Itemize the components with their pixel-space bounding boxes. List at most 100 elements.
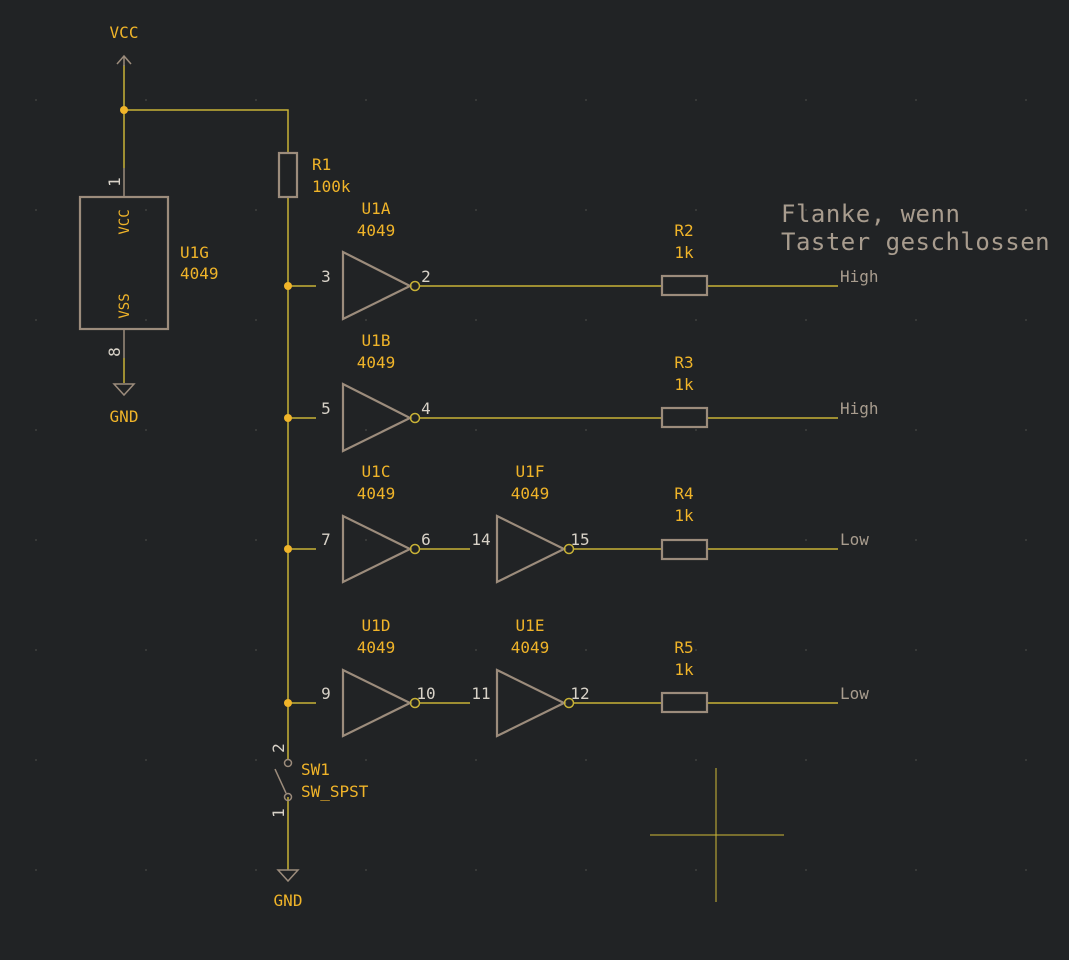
grid-dot xyxy=(585,209,587,211)
grid-dot xyxy=(255,429,257,431)
u1e-inversion-bubble xyxy=(563,697,575,709)
r5-ref: R5 xyxy=(674,638,693,657)
u1c-symbol[interactable]: U1C 4049 7 6 xyxy=(321,462,431,584)
grid-dot xyxy=(1025,99,1027,101)
junction-u1a xyxy=(284,282,292,290)
vcc-label: VCC xyxy=(110,23,139,42)
r4-symbol[interactable]: R4 1k xyxy=(660,484,709,561)
grid-dot xyxy=(255,99,257,101)
grid-dot xyxy=(805,319,807,321)
u1b-inversion-bubble xyxy=(409,412,421,424)
u1b-body xyxy=(341,382,413,453)
u1c-ref: U1C xyxy=(362,462,391,481)
u1d-value: 4049 xyxy=(357,638,396,657)
r3-symbol[interactable]: R3 1k xyxy=(660,353,709,429)
junction-u1b xyxy=(284,414,292,422)
u1b-pin-in: 5 xyxy=(321,399,331,418)
grid-dot xyxy=(35,209,37,211)
grid-dot xyxy=(805,869,807,871)
grid-dot xyxy=(1025,429,1027,431)
grid-dot xyxy=(695,319,697,321)
u1e-value: 4049 xyxy=(511,638,550,657)
grid-dot xyxy=(145,759,147,761)
net-label-out4[interactable]: Low xyxy=(840,684,869,703)
grid-dot xyxy=(915,649,917,651)
grid-dot xyxy=(805,429,807,431)
grid-dot xyxy=(1025,759,1027,761)
grid-dot xyxy=(585,539,587,541)
u1g-pin-vss-name: VSS xyxy=(117,293,133,318)
r1-body xyxy=(277,151,299,199)
u1f-symbol[interactable]: U1F 4049 14 15 xyxy=(471,462,590,584)
net-label-out2[interactable]: High xyxy=(840,399,879,418)
grid-dot xyxy=(145,429,147,431)
u1g-value: 4049 xyxy=(180,264,219,283)
r2-ref: R2 xyxy=(674,221,693,240)
grid-dot xyxy=(35,759,37,761)
grid-dot xyxy=(1025,319,1027,321)
r2-symbol[interactable]: R2 1k xyxy=(660,221,709,297)
gnd-symbol-u1g[interactable]: GND xyxy=(110,383,139,426)
u1c-value: 4049 xyxy=(357,484,396,503)
grid-dot xyxy=(475,759,477,761)
grid-dot xyxy=(695,759,697,761)
u1d-pin-in: 9 xyxy=(321,684,331,703)
grid-dot xyxy=(145,869,147,871)
grid-dot xyxy=(365,429,367,431)
sw1-symbol[interactable]: 2 1 SW1 SW_SPST xyxy=(269,743,369,818)
grid-dot xyxy=(805,99,807,101)
grid-dot xyxy=(805,649,807,651)
u1a-symbol[interactable]: U1A 4049 3 2 xyxy=(321,199,431,321)
net-label-out1[interactable]: High xyxy=(840,267,879,286)
grid-dot xyxy=(695,99,697,101)
u1f-ref: U1F xyxy=(516,462,545,481)
grid-dot xyxy=(805,759,807,761)
grid-dot xyxy=(475,649,477,651)
r2-value: 1k xyxy=(674,243,694,262)
u1e-body xyxy=(495,668,567,738)
u1f-pin-in: 14 xyxy=(471,530,490,549)
grid-dot xyxy=(35,429,37,431)
sw1-ref: SW1 xyxy=(301,760,330,779)
grid-dot xyxy=(475,99,477,101)
grid-dot xyxy=(585,869,587,871)
grid-dot xyxy=(35,319,37,321)
sw1-value: SW_SPST xyxy=(301,782,369,801)
junction-u1c xyxy=(284,545,292,553)
grid-dot xyxy=(585,649,587,651)
u1f-inversion-bubble xyxy=(563,543,575,555)
gnd-symbol-sw1[interactable]: GND xyxy=(274,869,303,910)
u1c-body xyxy=(341,514,413,584)
u1a-body xyxy=(341,250,413,321)
u1c-pin-in: 7 xyxy=(321,530,331,549)
grid-dot xyxy=(915,759,917,761)
u1a-value: 4049 xyxy=(357,221,396,240)
u1b-symbol[interactable]: U1B 4049 5 4 xyxy=(321,331,431,453)
u1d-ref: U1D xyxy=(362,616,391,635)
u1a-ref: U1A xyxy=(362,199,391,218)
u1d-inversion-bubble xyxy=(409,697,421,709)
u1d-symbol[interactable]: U1D 4049 9 10 xyxy=(321,616,436,738)
wire-vcc-r1 xyxy=(124,109,289,153)
u1e-symbol[interactable]: U1E 4049 11 12 xyxy=(471,616,590,738)
grid-dot xyxy=(585,429,587,431)
grid-dot xyxy=(365,759,367,761)
grid-dot xyxy=(915,429,917,431)
u1f-body xyxy=(495,514,567,584)
r5-symbol[interactable]: R5 1k xyxy=(660,638,709,714)
grid-dot xyxy=(365,319,367,321)
r1-symbol[interactable]: R1 100k xyxy=(277,151,351,199)
u1g-symbol[interactable]: 1 8 VCC VSS U1G 4049 xyxy=(78,168,219,358)
grid-dot xyxy=(145,539,147,541)
gnd-icon-bottom xyxy=(276,869,300,883)
grid-dot xyxy=(255,539,257,541)
vcc-symbol[interactable]: VCC xyxy=(110,23,139,66)
grid-dot xyxy=(365,649,367,651)
u1g-ref: U1G xyxy=(180,243,209,262)
grid-dot xyxy=(1025,539,1027,541)
net-label-out3[interactable]: Low xyxy=(840,530,869,549)
u1c-inversion-bubble xyxy=(409,543,421,555)
grid-dot xyxy=(365,99,367,101)
u1b-pin-out: 4 xyxy=(421,399,431,418)
